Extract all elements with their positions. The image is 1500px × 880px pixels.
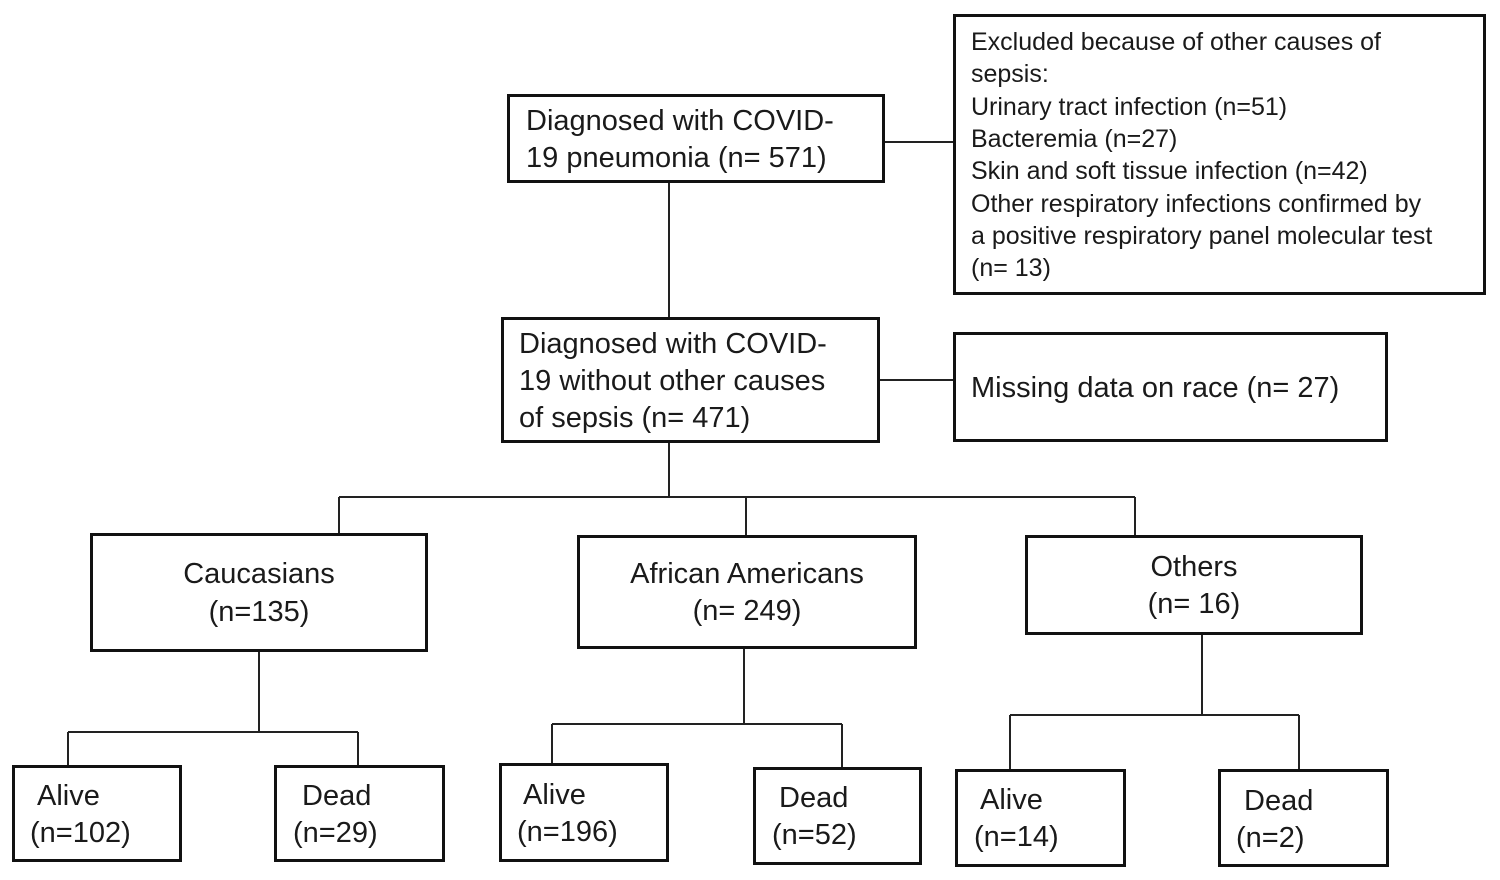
excluded-line-2: sepsis:: [971, 60, 1049, 88]
african-americans-dead-count: (n=52): [772, 819, 857, 851]
box-diagnosed-without-other-sepsis: [501, 317, 880, 443]
others-alive-count: (n=14): [974, 821, 1059, 853]
caucasians-dead-label: Dead: [302, 780, 372, 812]
excluded-line-7: a positive respiratory panel molecular t…: [971, 222, 1433, 250]
others-dead-count: (n=2): [1236, 822, 1305, 854]
box-diagnosed-covid-pneumonia-line2: 19 pneumonia (n= 571): [526, 142, 827, 174]
box-caucasians-count: (n=135): [208, 596, 310, 628]
others-alive-label: Alive: [980, 784, 1043, 816]
box-caucasians-dead: [274, 765, 445, 862]
excluded-line-5: Skin and soft tissue infection (n=42): [971, 157, 1368, 185]
box-others-alive: [955, 769, 1126, 867]
box-african-americans: [577, 535, 917, 649]
box-african-americans-alive: [499, 763, 669, 862]
african-americans-dead-label: Dead: [779, 782, 849, 814]
box-caucasians-name: Caucasians: [183, 558, 335, 590]
box-diagnosed-covid-pneumonia-line1: Diagnosed with COVID-: [526, 105, 834, 137]
box-others-name: Others: [1150, 551, 1238, 583]
caucasians-dead-count: (n=29): [293, 817, 378, 849]
box-others-dead: [1218, 769, 1389, 867]
box-caucasians-alive: [12, 765, 182, 862]
excluded-line-6: Other respiratory infections confirmed b…: [971, 190, 1422, 218]
excluded-line-3: Urinary tract infection (n=51): [971, 93, 1288, 121]
box-african-americans-name: African Americans: [630, 558, 864, 590]
others-dead-label: Dead: [1244, 785, 1314, 817]
box-middle-line3: of sepsis (n= 471): [519, 402, 751, 434]
box-african-americans-dead: [753, 767, 922, 865]
box-caucasians: [90, 533, 428, 652]
african-americans-alive-label: Alive: [523, 779, 586, 811]
box-middle-line1: Diagnosed with COVID-: [519, 328, 827, 360]
box-others-count: (n= 16): [1147, 588, 1241, 620]
box-diagnosed-covid-pneumonia: [507, 94, 885, 183]
excluded-line-4: Bacteremia (n=27): [971, 125, 1178, 153]
excluded-line-8: (n= 13): [971, 254, 1051, 282]
caucasians-alive-count: (n=102): [30, 817, 131, 849]
box-middle-line2: 19 without other causes: [519, 365, 826, 397]
box-missing-race-data: [953, 332, 1388, 442]
african-americans-alive-count: (n=196): [517, 816, 618, 848]
box-missing-race-data-label: Missing data on race (n= 27): [971, 372, 1340, 404]
caucasians-alive-label: Alive: [37, 780, 100, 812]
box-others: [1025, 535, 1363, 635]
box-african-americans-count: (n= 249): [692, 595, 802, 627]
excluded-line-1: Excluded because of other causes of: [971, 28, 1381, 56]
box-excluded-other-sepsis: [953, 14, 1486, 295]
